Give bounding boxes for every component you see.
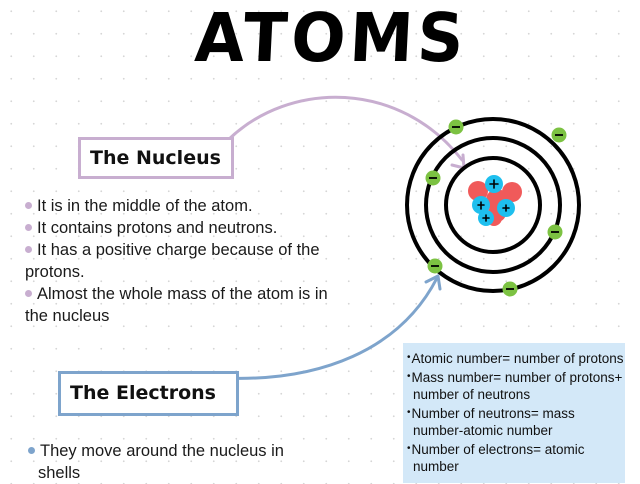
electrons-arrow [222, 276, 439, 380]
shell-2 [424, 136, 562, 274]
bullet-icon: • [407, 352, 411, 363]
bullet-icon [28, 446, 35, 454]
nucleus [468, 175, 522, 226]
electron-icon [551, 127, 567, 143]
bullet-icon: • [407, 370, 411, 382]
list-item: •Mass number= number of protons+ number … [407, 369, 623, 403]
shell-1 [444, 156, 542, 254]
formula-info-box: •Atomic number= number of protons •Mass … [403, 343, 625, 483]
electron-icon [448, 119, 464, 135]
nucleus-bullet-list: It is in the middle of the atom. It cont… [25, 195, 345, 327]
nucleus-heading-box: The Nucleus [78, 137, 234, 179]
electrons-heading-box: The Electrons [58, 371, 239, 416]
bullet-icon [25, 245, 32, 253]
nucleus-arrow [226, 95, 464, 162]
list-item: It contains protons and neutrons. [25, 217, 345, 239]
list-item: •Number of neutrons= mass number-atomic … [407, 405, 575, 439]
list-item: They move around the nucleus in shells [28, 440, 288, 484]
shell-3 [405, 117, 581, 293]
electrons-bullet-list: They move around the nucleus in shells [28, 440, 288, 484]
list-item: •Atomic number= number of protons [407, 351, 624, 366]
list-item: Almost the whole mass of the atom is in … [25, 285, 328, 325]
bullet-icon [25, 223, 32, 231]
list-item: It has a positive charge because of the … [25, 241, 320, 281]
electron-icon [425, 170, 441, 186]
electrons [425, 119, 567, 297]
electron-icon [547, 224, 563, 240]
bullet-icon [25, 201, 32, 209]
list-item: •Number of electrons= atomic number [407, 441, 585, 475]
electrons-arrowhead [424, 274, 442, 291]
list-item: It is in the middle of the atom. [25, 195, 345, 217]
electron-icon [427, 258, 443, 274]
bullet-icon [25, 289, 32, 297]
electron-icon [502, 281, 518, 297]
bullet-icon: • [407, 442, 411, 454]
bullet-icon: • [407, 406, 411, 418]
